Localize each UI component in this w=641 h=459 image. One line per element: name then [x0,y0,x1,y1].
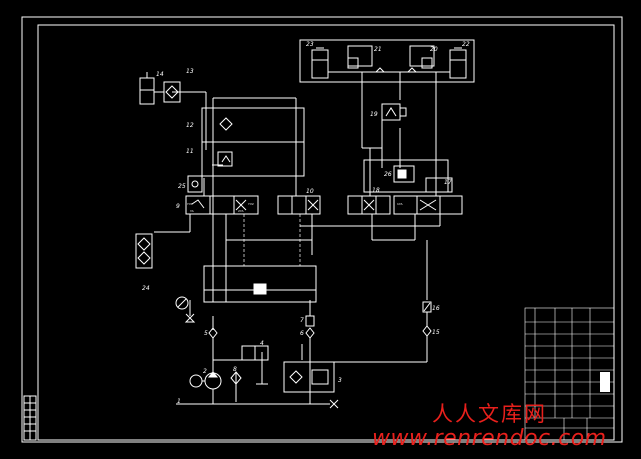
unloading-valve-4 [241,345,269,385]
label-22: 22 [462,41,470,48]
left-binding-strip [23,395,37,441]
label-11: 11 [186,148,194,155]
title-block [524,307,615,441]
label-4: 4 [260,340,264,347]
cooler-unit-3 [283,361,335,404]
oil-tank [176,399,339,409]
tag-2ya: 2YA [238,209,245,213]
pipe-network [154,71,441,405]
cylinder-14 [139,72,164,105]
outer-frame [21,16,623,443]
tag-yv2: YV2 [248,202,254,206]
label-15: 15 [432,329,440,336]
label-8: 8 [233,366,237,373]
label-7: 7 [300,317,304,324]
label-20: 20 [430,46,438,53]
label-1: 1 [177,398,181,405]
label-25: 25 [178,183,186,190]
component-labels: 1 2 3 4 5 6 7 8 9 10 11 12 13 14 15 16 1… [142,41,470,405]
relief-valve-19 [381,103,407,121]
label-3: 3 [338,377,342,384]
label-19: 19 [370,111,378,118]
directional-valve-10 [277,195,321,215]
watermark-site-name: 人人文库网 [432,402,547,426]
inner-frame [37,24,615,441]
pump-2 [189,371,222,404]
actuator-block [203,265,317,303]
label-24: 24 [142,285,150,292]
throttle-valves [305,301,432,327]
label-23: 23 [306,41,314,48]
accumulator-24 [135,233,153,269]
valve-assembly-11-12 [201,107,305,177]
tag-1ya: 1YA [397,202,404,206]
directional-valve-9 [185,195,259,215]
filter-13 [163,81,181,103]
label-6: 6 [300,330,304,337]
pressure-gauge [175,296,196,323]
pressure-switch-25 [187,175,203,193]
watermark-url: www.renrendoc.com [372,426,607,451]
valve-block-right [347,159,463,215]
check-valves [208,325,432,339]
tag-yv1: YV1 [187,202,193,206]
label-5: 5 [204,330,208,337]
label-26: 26 [384,171,392,178]
label-17: 17 [444,179,452,186]
label-9: 9 [176,203,180,210]
label-18: 18 [372,187,380,194]
label-10: 10 [306,188,314,195]
tag-ya: YA [190,209,195,213]
label-14: 14 [156,71,164,78]
pilot-lines [243,214,301,266]
label-13: 13 [186,68,194,75]
label-16: 16 [432,305,440,312]
label-2: 2 [203,368,207,375]
label-21: 21 [374,46,382,53]
label-12: 12 [186,122,194,129]
filter-8 [230,371,242,385]
cylinder-group-top-right [299,39,475,83]
